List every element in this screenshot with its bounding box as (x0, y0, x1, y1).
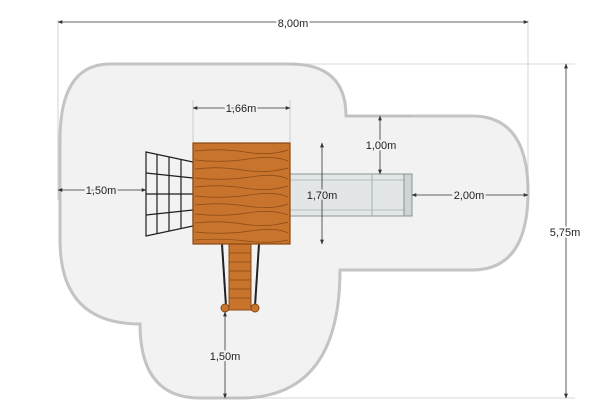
platform (192, 142, 291, 245)
ladder (220, 243, 260, 313)
label-slide-side-clearance: 1,00m (366, 140, 397, 152)
climbing-net (145, 151, 194, 237)
label-overall-width: 8,00m (278, 18, 309, 30)
label-platform-width: 1,66m (226, 103, 257, 115)
safety-zone (58, 62, 530, 400)
label-bottom-clearance: 1,50m (210, 351, 241, 363)
label-overall-height: 5,75m (550, 227, 581, 239)
label-slide-end-clearance: 2,00m (454, 190, 485, 202)
label-left-clearance: 1,50m (86, 185, 117, 197)
label-platform-depth: 1,70m (307, 190, 338, 202)
